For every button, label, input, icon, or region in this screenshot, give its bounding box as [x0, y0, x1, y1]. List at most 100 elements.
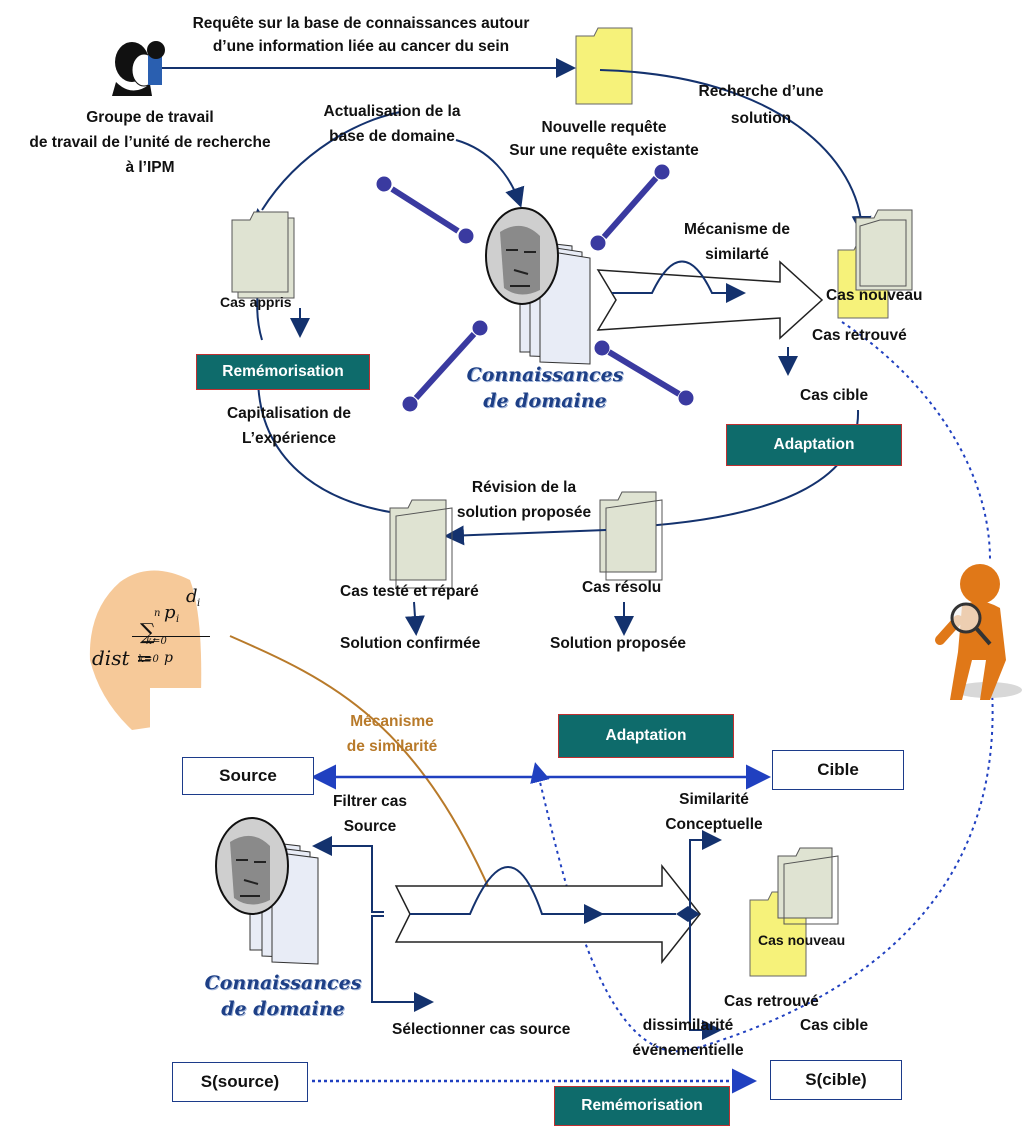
dissimilarity-line2: événementielle — [632, 1042, 744, 1059]
case-new-label: Cas nouveau — [826, 287, 923, 304]
case-solved-label: Cas résolu — [582, 579, 662, 596]
case-target-bottom-label: Cas cible — [800, 1017, 869, 1034]
capitalisation-arc — [257, 379, 391, 513]
statue-icon — [215, 817, 319, 965]
update-arc-right — [455, 139, 525, 208]
folder-icon — [575, 27, 633, 105]
knowledge-label-bottom: Connaissances de domaine — [198, 970, 368, 1022]
case-retrieved-bottom-label: Cas retrouvé — [724, 993, 819, 1010]
knowledge-line2: de domaine — [483, 390, 607, 412]
conceptual-line1: Similarité — [679, 791, 749, 808]
folder-icon — [837, 209, 913, 319]
folder-icon — [389, 499, 453, 589]
formula-p-bottom: p — [164, 650, 173, 666]
select-source-label: Sélectionner cas source — [392, 1021, 571, 1038]
conceptual-arrow — [689, 830, 722, 914]
search-label: Recherche d’une solution — [686, 82, 836, 128]
new-request-label: Nouvelle requête Sur une requête existan… — [494, 118, 714, 160]
new-request-line2: Sur une requête existante — [509, 142, 699, 159]
formula-d: d — [186, 586, 198, 607]
solution-confirmed-label: Solution confirmée — [340, 635, 481, 652]
statue-icon — [485, 207, 591, 365]
update-label: Actualisation de la base de domaine — [312, 102, 472, 146]
group-line2: de travail de l’unité de recherche — [29, 134, 271, 151]
formula-di-sub: i — [197, 598, 201, 609]
request-line2: d’une information liée au cancer du sein — [212, 38, 510, 55]
folder-icon — [231, 211, 295, 299]
rememorisation-button[interactable]: Remémorisation — [196, 354, 370, 390]
source-box[interactable]: Source — [182, 757, 314, 795]
dotted-link — [530, 689, 994, 1053]
group-line3: à l’IPM — [125, 159, 175, 176]
folder-icon — [599, 491, 663, 581]
adaptation-button-bottom[interactable]: Adaptation — [558, 714, 734, 758]
s-source-box[interactable]: S(source) — [172, 1062, 308, 1102]
formula-dist: dist = — [92, 646, 153, 670]
update-line1: Actualisation de la — [323, 103, 461, 120]
mechanism-line1: Mécanisme — [350, 713, 434, 730]
formula-k0: k=0 — [146, 636, 167, 647]
formula-sum: ∑ — [140, 620, 156, 645]
knowledge-bottom-line1: Connaissances — [204, 972, 362, 994]
s-cible-box[interactable]: S(cible) — [770, 1060, 902, 1100]
capitalisation-line1: Capitalisation de — [226, 405, 352, 422]
filter-line2: Source — [343, 818, 397, 835]
folder-icon — [749, 847, 839, 977]
group-line1: Groupe de travail — [86, 109, 214, 126]
request-line1: Requête sur la base de connaissances aut… — [192, 15, 530, 32]
down-arrow — [404, 601, 425, 636]
similarity-mech-label: Mécanisme de similarté — [672, 220, 802, 264]
formula-pi-sub: i — [176, 614, 180, 625]
filter-arrow — [312, 836, 384, 913]
conceptual-line2: Conceptuelle — [665, 816, 763, 833]
dissimilarity-line1: dissimilarité — [642, 1017, 734, 1034]
case-target-label: Cas cible — [800, 387, 869, 404]
mechanism-arrow — [229, 635, 504, 918]
similarity-arrow — [596, 260, 824, 340]
solution-proposed-label: Solution proposée — [550, 635, 687, 652]
similarity-curve — [612, 260, 746, 303]
similarity-line2: similarté — [705, 246, 769, 263]
rememorisation-button-bottom[interactable]: Remémorisation — [554, 1086, 730, 1126]
request-label: Requête sur la base de connaissances aut… — [176, 14, 546, 56]
mechanism-label: Mécanisme de similarité — [332, 712, 452, 756]
revision-line2: solution proposée — [456, 504, 592, 521]
knowledge-bottom-line2: de domaine — [221, 998, 345, 1020]
group-label: Groupe de travail de travail de l’unité … — [10, 108, 290, 177]
people-icon — [112, 41, 165, 96]
formula: dist = ∑ n k=0 p i d i k=0 p — [92, 586, 212, 720]
cible-box[interactable]: Cible — [772, 750, 904, 790]
revision-arrow — [444, 525, 607, 546]
update-arc-left — [261, 111, 401, 211]
formula-p: p — [164, 602, 176, 623]
update-line2: base de domaine — [329, 128, 455, 145]
knowledge-line1: Connaissances — [466, 364, 624, 386]
case-learned-label: Cas appris — [220, 294, 292, 310]
capitalisation-label: Capitalisation de L’expérience — [214, 404, 364, 448]
formula-n: n — [154, 608, 161, 619]
knowledge-label: Connaissances de domaine — [460, 362, 630, 414]
dissimilarity-arrow — [689, 914, 722, 1040]
conceptual-label: Similarité Conceptuelle — [654, 790, 774, 834]
dissimilarity-label: dissimilarité événementielle — [618, 1016, 758, 1060]
search-line1: Recherche d’une — [698, 83, 824, 100]
search-arc — [599, 69, 872, 236]
capitalisation-line2: L’expérience — [242, 430, 336, 447]
select-arrow — [371, 915, 434, 1012]
double-arrow-icon — [376, 164, 694, 412]
search-line2: solution — [730, 110, 792, 127]
similarity-curve — [410, 866, 604, 924]
new-request-line1: Nouvelle requête — [541, 119, 667, 136]
filter-label: Filtrer cas Source — [322, 792, 418, 836]
similarity-line1: Mécanisme de — [684, 221, 790, 238]
formula-k0-bottom: k=0 — [138, 654, 159, 665]
case-retrieved-label: Cas retrouvé — [812, 327, 907, 344]
case-tested-label: Cas testé et réparé — [340, 583, 479, 600]
adaptation-button[interactable]: Adaptation — [726, 424, 902, 466]
revision-line1: Révision de la — [471, 479, 577, 496]
magnifier-person-icon — [935, 564, 1022, 700]
filter-line1: Filtrer cas — [332, 793, 408, 810]
revision-label: Révision de la solution proposée — [444, 478, 604, 522]
mechanism-line2: de similarité — [346, 738, 438, 755]
